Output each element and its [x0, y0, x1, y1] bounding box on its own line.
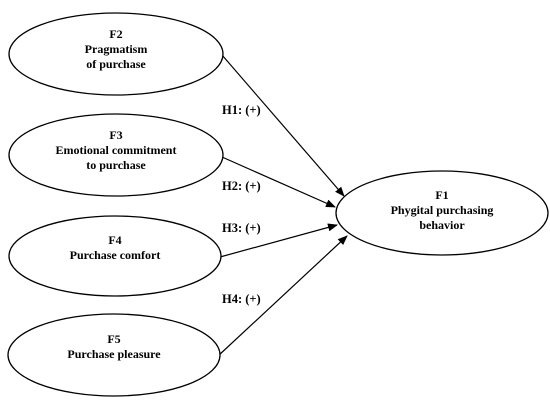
- node-f3-ellipse: [8, 113, 224, 197]
- node-f1-id: F1: [435, 188, 448, 202]
- node-f1: F1 Phygital purchasing behavior: [335, 170, 549, 256]
- node-f2-ellipse: [8, 12, 224, 96]
- node-f4-id: F4: [108, 233, 121, 247]
- node-f1-ellipse: [335, 170, 549, 256]
- node-f2-line-1: Pragmatism: [85, 42, 148, 56]
- node-f5: F5 Purchase pleasure: [7, 313, 221, 397]
- node-f4-ellipse: [8, 215, 222, 297]
- edge-h4-arrow: [217, 235, 348, 357]
- node-f5-id: F5: [107, 332, 120, 346]
- edge-h1-label: H1: (+): [222, 103, 261, 117]
- node-f4: F4 Purchase comfort: [8, 215, 222, 297]
- node-f3-line-2: to purchase: [86, 158, 146, 172]
- edge-h2-arrow: [221, 156, 336, 208]
- node-f3: F3 Emotional commitment to purchase: [8, 113, 224, 197]
- node-f4-line-1: Purchase comfort: [70, 248, 161, 262]
- node-f3-id: F3: [109, 128, 122, 142]
- edge-h2-label: H2: (+): [222, 179, 261, 193]
- node-f5-ellipse: [7, 313, 221, 397]
- node-f2-line-2: of purchase: [86, 57, 146, 71]
- node-f2: F2 Pragmatism of purchase: [8, 12, 224, 96]
- edge-h1-arrow: [221, 54, 345, 197]
- edge-h3-arrow: [219, 223, 338, 258]
- node-f1-line-2: behavior: [419, 218, 465, 232]
- edge-h4-label: H4: (+): [222, 292, 261, 306]
- edge-h3-label: H3: (+): [222, 221, 261, 235]
- node-f3-line-1: Emotional commitment: [56, 143, 177, 157]
- node-f5-line-1: Purchase pleasure: [67, 347, 161, 361]
- node-f2-id: F2: [109, 27, 122, 41]
- node-f1-line-1: Phygital purchasing: [391, 203, 494, 217]
